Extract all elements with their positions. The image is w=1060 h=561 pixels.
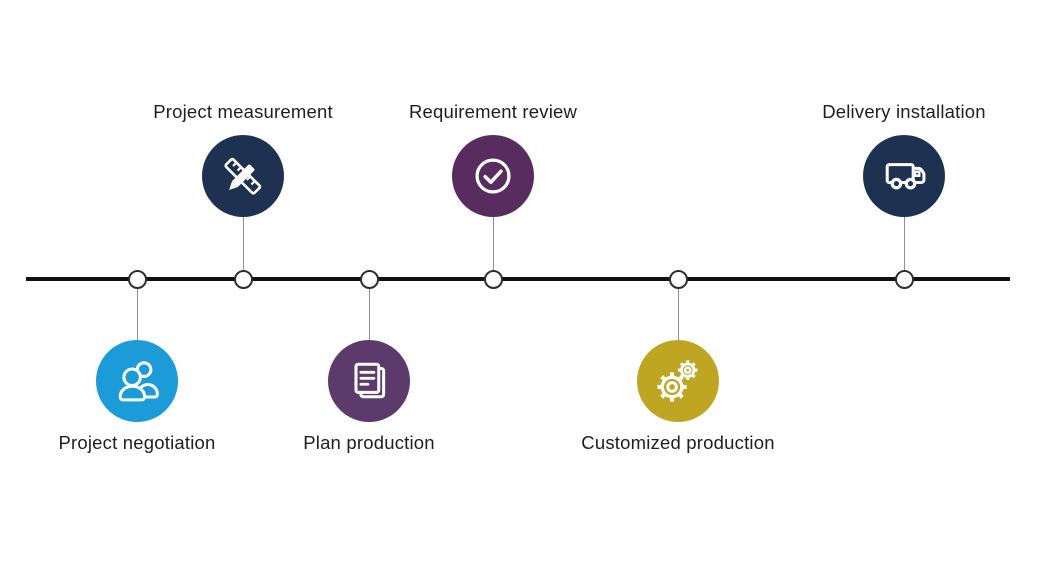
step-label: Customized production <box>581 432 775 453</box>
timeline-node <box>483 269 503 289</box>
connector-line <box>242 216 244 270</box>
connector-line <box>136 289 138 340</box>
timeline-axis <box>26 277 1010 281</box>
step-label: Plan production <box>303 432 435 453</box>
timeline-node <box>894 269 914 289</box>
connector-line <box>903 216 905 270</box>
connector-line <box>677 289 679 340</box>
step-label: Delivery installation <box>822 101 986 122</box>
ruler-pencil-icon <box>224 157 262 195</box>
step-circle <box>637 340 719 422</box>
connector-line <box>492 216 494 270</box>
step-label: Requirement review <box>408 101 578 122</box>
check-circle-icon <box>475 158 511 194</box>
timeline-node <box>668 269 688 289</box>
step-circle <box>328 340 410 422</box>
people-icon <box>118 361 159 402</box>
step-circle <box>96 340 178 422</box>
gears-icon <box>657 360 698 402</box>
truck-icon <box>885 163 926 190</box>
connector-line <box>368 289 370 340</box>
timeline-node <box>359 269 379 289</box>
step-circle <box>863 135 945 217</box>
step-circle <box>202 135 284 217</box>
timeline-node <box>233 269 253 289</box>
step-circle <box>452 135 534 217</box>
step-label: Project negotiation <box>58 432 216 453</box>
document-icon <box>354 362 386 399</box>
timeline-node <box>127 269 147 289</box>
step-label: Project measurement <box>153 101 333 122</box>
